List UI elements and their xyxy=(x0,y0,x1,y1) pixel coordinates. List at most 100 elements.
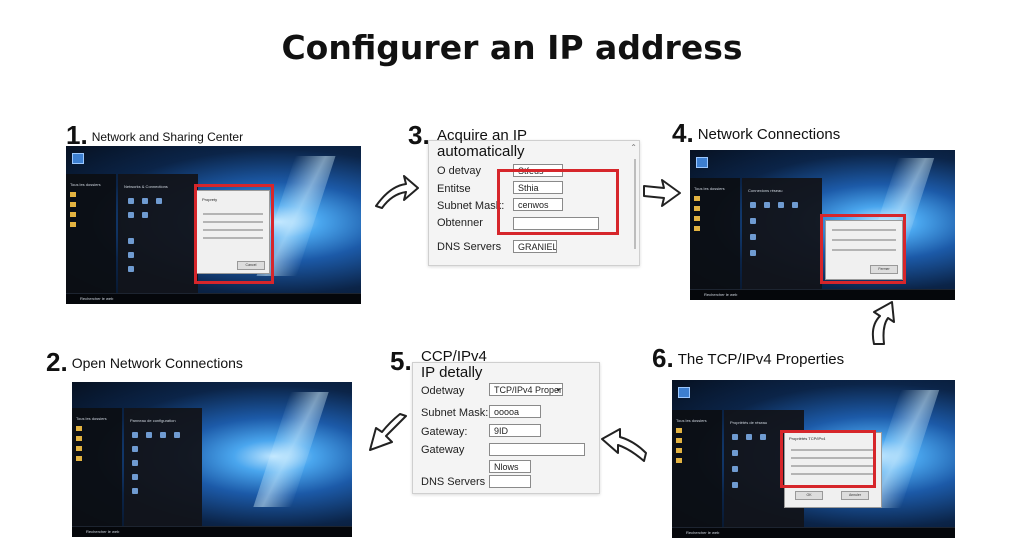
connection-dialog: Fermer xyxy=(825,220,903,280)
acquire-ip-panel: Acquire an IP automatically ⌃ O detvay S… xyxy=(428,128,640,266)
network-icon xyxy=(760,434,766,440)
folder-icon xyxy=(76,436,82,441)
network-icon xyxy=(732,466,738,472)
network-icon xyxy=(128,238,134,244)
network-icon xyxy=(128,212,134,218)
network-icon xyxy=(732,450,738,456)
panel-heading: CCP/IPv4 xyxy=(421,348,487,365)
entity-field[interactable]: Sthia xyxy=(513,181,563,194)
arrow-6-to-4 xyxy=(871,301,895,345)
taskbar-search[interactable]: Rechercher le web xyxy=(80,296,114,301)
subnet-mask-field[interactable]: cenwos xyxy=(513,198,563,211)
step-4-label: 4.Network Connections xyxy=(672,118,841,148)
gateway-secondary-field[interactable] xyxy=(489,443,585,456)
folder-icon xyxy=(76,446,82,451)
taskbar: Rechercher le web xyxy=(72,526,352,537)
folder-icon xyxy=(70,212,76,217)
windows-field[interactable]: Nlows xyxy=(489,460,531,473)
dns-servers-field[interactable] xyxy=(489,475,531,488)
network-icon xyxy=(132,460,138,466)
explorer-sidebar: Tous les dossiers xyxy=(66,174,116,294)
panel-heading: IP detally xyxy=(421,364,483,381)
explorer-sidebar: Tous les dossiers xyxy=(72,408,122,527)
step-6-label: 6.The TCP/IPv4 Properties xyxy=(652,343,845,373)
folder-icon xyxy=(676,458,682,463)
network-icon xyxy=(792,202,798,208)
taskbar-search[interactable]: Rechercher le web xyxy=(686,530,720,535)
folder-icon xyxy=(694,206,700,211)
arrow-6-to-5 xyxy=(601,428,647,462)
folder-icon xyxy=(694,216,700,221)
network-icon xyxy=(750,250,756,256)
arrow-5-to-2 xyxy=(369,413,407,451)
highlight-box xyxy=(497,169,619,235)
network-icon xyxy=(174,432,180,438)
network-icon xyxy=(750,218,756,224)
obtain-field[interactable] xyxy=(513,217,599,230)
highlight-box xyxy=(194,184,274,284)
folder-icon xyxy=(76,426,82,431)
network-icon xyxy=(142,198,148,204)
network-icon xyxy=(128,252,134,258)
network-icon xyxy=(764,202,770,208)
folder-icon xyxy=(76,456,82,461)
gateway-dropdown[interactable]: TCP/IPv4 Propentis ▾ xyxy=(489,383,563,396)
panel-heading: Acquire an IP xyxy=(437,127,528,144)
explorer-sidebar: Tous les dossiers xyxy=(690,178,740,290)
taskbar-search[interactable]: Rechercher le web xyxy=(704,292,738,297)
close-button[interactable]: Fermer xyxy=(870,265,898,274)
chevron-down-icon: ▾ xyxy=(556,387,560,394)
desktop-icon xyxy=(72,153,84,164)
subnet-mask-field[interactable]: ooooa xyxy=(489,405,541,418)
network-icon xyxy=(750,202,756,208)
network-icon xyxy=(146,432,152,438)
network-icon xyxy=(778,202,784,208)
highlight-box xyxy=(780,430,876,488)
taskbar-search[interactable]: Rechercher le web xyxy=(86,529,120,534)
network-icon xyxy=(132,474,138,480)
folder-icon xyxy=(70,222,76,227)
taskbar: Rechercher le web xyxy=(690,289,955,300)
network-icon xyxy=(160,432,166,438)
desktop-icon xyxy=(678,387,690,398)
chevron-up-icon: ⌃ xyxy=(630,143,637,152)
gateway-field[interactable]: 9ID xyxy=(489,424,541,437)
screenshot-network-sharing-center: Tous les dossiers Networks & Connections… xyxy=(66,146,361,304)
taskbar: Rechercher le web xyxy=(672,527,955,538)
step-3-number: 3. xyxy=(408,120,430,150)
step-1-label: 1.Network and Sharing Center xyxy=(66,120,244,150)
explorer-window: Panneau de configuration xyxy=(124,408,202,527)
highlight-box xyxy=(820,214,906,284)
explorer-window: Networks & Connections xyxy=(118,174,198,294)
properties-dialog: Proprety Cancel xyxy=(196,190,270,274)
network-icon xyxy=(732,482,738,488)
network-icon xyxy=(132,446,138,452)
step-5-number: 5. xyxy=(390,346,412,376)
arrow-1-to-3 xyxy=(375,175,419,209)
screenshot-open-network-connections: Tous les dossiers Panneau de configurati… xyxy=(72,382,352,537)
network-icon xyxy=(156,198,162,204)
step-2-label: 2.Open Network Connections xyxy=(46,347,243,377)
folder-icon xyxy=(676,438,682,443)
folder-icon xyxy=(70,202,76,207)
cancel-button[interactable]: Cancel xyxy=(237,261,265,270)
ok-button[interactable]: OK xyxy=(795,491,823,500)
panel-heading: automatically xyxy=(437,143,525,160)
cancel-button[interactable]: Annuler xyxy=(841,491,869,500)
explorer-sidebar: Tous les dossiers xyxy=(672,410,722,528)
network-icon xyxy=(142,212,148,218)
folder-icon xyxy=(70,192,76,197)
network-icon xyxy=(128,198,134,204)
panel-scrollbar[interactable] xyxy=(634,159,636,249)
explorer-window: Connexions réseau xyxy=(742,178,822,290)
network-icon xyxy=(128,266,134,272)
folder-icon xyxy=(676,428,682,433)
ip-details-panel: CCP/IPv4 IP detally Odetway TCP/IPv4 Pro… xyxy=(412,349,600,494)
folder-icon xyxy=(694,196,700,201)
network-icon xyxy=(750,234,756,240)
folder-icon xyxy=(676,448,682,453)
network-icon xyxy=(732,434,738,440)
folder-icon xyxy=(694,226,700,231)
page-title: Configurer an IP address xyxy=(281,28,743,67)
dns-servers-field[interactable]: GRANIEL xyxy=(513,240,557,253)
